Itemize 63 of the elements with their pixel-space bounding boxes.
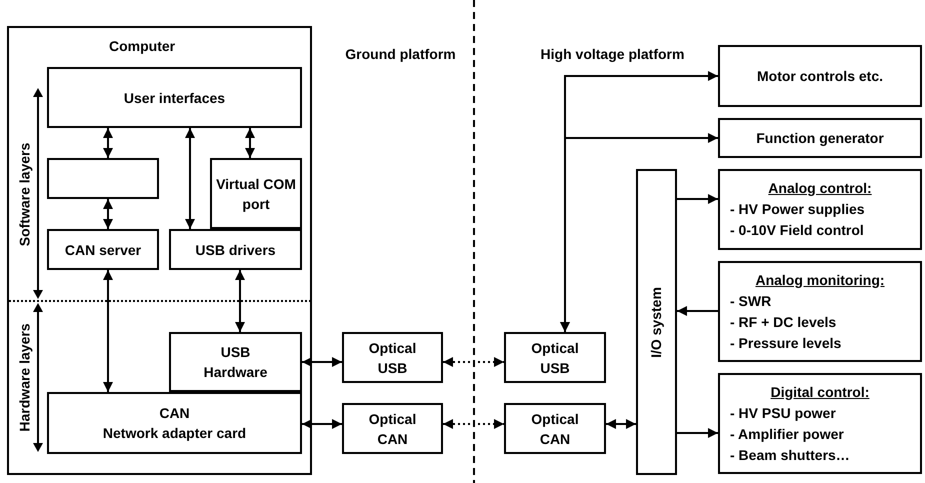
box-heading: Digital control: [770,382,870,402]
list-item: - Pressure levels [730,334,842,352]
arrow [677,194,718,204]
list-item: - 0-10V Field control [730,221,864,240]
process-box [718,169,922,250]
layer-label: High voltage platform [540,44,684,64]
list-item: - Beam shutters… [730,446,850,464]
box-label: Optical CAN [530,410,580,448]
box-heading: Analog control: [768,179,872,198]
process-box [504,332,606,383]
arrow [103,270,113,392]
box-label: Optical CAN [368,410,418,448]
process-box [342,332,443,383]
box-label: Motor controls etc. [756,67,884,86]
list-item: - HV Power supplies [730,200,865,219]
box-label: Network adapter card [102,424,246,443]
process-box [47,392,302,454]
box-label: CAN [159,404,190,423]
box-label: Optical USB [368,338,418,378]
process-box [47,67,302,128]
box-label: USB Hardware [202,343,268,382]
process-box [169,332,302,392]
layer-label: Software layers [16,142,34,246]
process-box [718,118,922,158]
box-label: Function generator [756,129,884,148]
process-box [169,229,302,270]
arrow [103,128,113,158]
list-item: - SWR [730,292,772,310]
layer-label: Ground platform [345,44,456,64]
process-box [718,373,922,474]
box-label: User interfaces [124,88,226,108]
process-box [504,403,606,454]
arrow [302,419,342,429]
arrow [443,357,504,367]
list-item: - RF + DC levels [730,312,836,332]
box-label: Optical USB [530,338,580,378]
box-label: USB drivers [195,240,276,260]
arrow [302,357,342,367]
arrow [677,306,718,316]
arrow [103,199,113,229]
process-box [47,229,159,270]
box-heading: Analog monitoring: [755,270,885,290]
empty-box [47,158,159,199]
layer-label: Hardware layers [16,322,34,432]
process-box [636,169,677,475]
process-box [718,261,922,362]
list-item: - Amplifier power [730,424,844,444]
process-box [718,45,922,107]
arrow [443,419,504,429]
arrow [560,133,718,332]
process-box [342,403,443,454]
process-box [7,26,312,475]
list-item: - HV PSU power [730,404,836,423]
box-label: I/O system [647,286,665,358]
arrow [245,128,255,158]
arrow [185,128,195,229]
process-box [210,158,302,229]
arrow [606,419,636,429]
arrow [235,270,245,332]
box-heading: Computer [109,37,176,56]
arrow [677,428,718,438]
box-label: CAN server [64,240,142,260]
box-label: Virtual COM port [216,174,296,214]
